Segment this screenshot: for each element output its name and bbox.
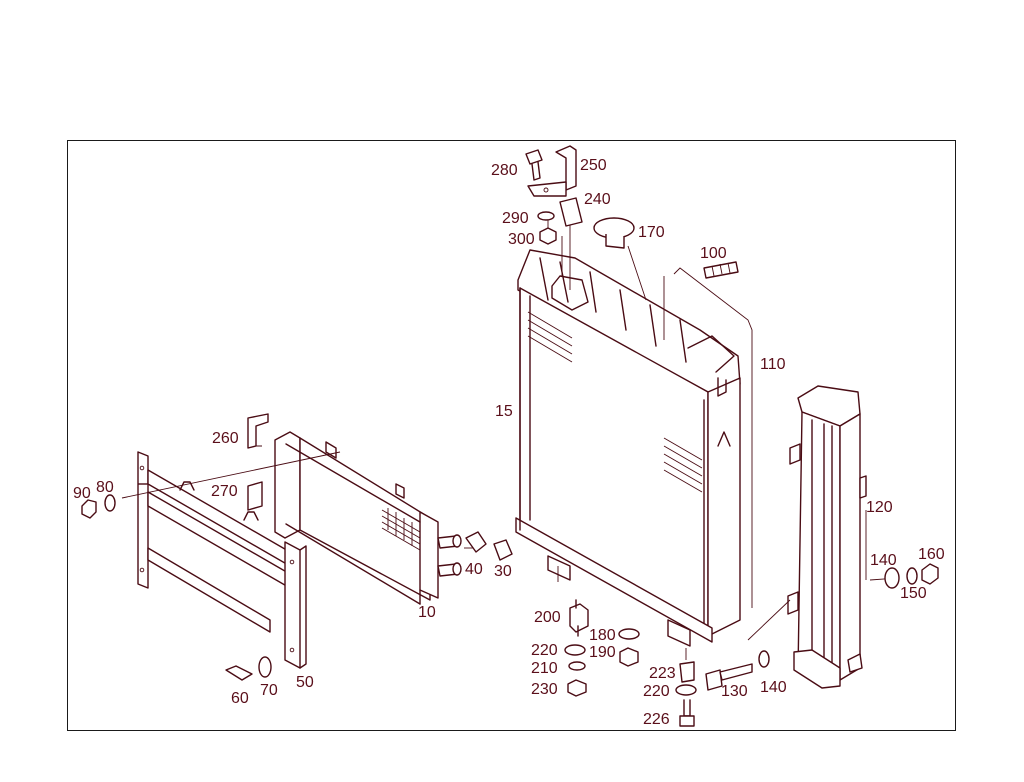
callout-30: 30 xyxy=(494,563,512,580)
callout-90: 90 xyxy=(73,485,91,502)
washer-220a xyxy=(564,644,586,656)
rubber-block-240 xyxy=(559,197,583,227)
callout-140-left: 140 xyxy=(760,679,787,696)
callout-200: 200 xyxy=(534,609,561,626)
callout-180: 180 xyxy=(589,627,616,644)
plug-30 xyxy=(493,539,513,561)
callout-150: 150 xyxy=(900,585,927,602)
screw-100 xyxy=(703,261,739,279)
washer-140a xyxy=(758,650,770,668)
callout-60: 60 xyxy=(231,690,249,707)
fitting-40 xyxy=(465,531,487,553)
callout-280: 280 xyxy=(491,162,518,179)
nut-230 xyxy=(567,679,587,697)
callout-100: 100 xyxy=(700,245,727,262)
bolt-280 xyxy=(525,149,543,181)
nut-190 xyxy=(619,647,639,667)
callout-130: 130 xyxy=(721,683,748,700)
nut-90 xyxy=(81,499,97,519)
nut-300 xyxy=(539,227,557,245)
radiator-15 xyxy=(515,249,741,647)
bracket-270 xyxy=(247,481,263,511)
callout-170: 170 xyxy=(638,224,665,241)
callout-220-left: 220 xyxy=(531,642,558,659)
callout-10: 10 xyxy=(418,604,436,621)
bracket-250 xyxy=(527,145,577,197)
washer-140b xyxy=(884,567,900,589)
callout-210: 210 xyxy=(531,660,558,677)
washer-150 xyxy=(906,567,918,585)
callout-223: 223 xyxy=(649,665,676,682)
callout-140-right: 140 xyxy=(870,552,897,569)
callout-120: 120 xyxy=(866,499,893,516)
leader-lines xyxy=(121,210,899,660)
washer-220b xyxy=(675,684,697,696)
callout-40: 40 xyxy=(465,561,483,578)
radiator-cap-170 xyxy=(593,217,635,249)
callout-190: 190 xyxy=(589,644,616,661)
washer-70 xyxy=(258,656,272,678)
washer-80 xyxy=(104,494,116,512)
callout-230: 230 xyxy=(531,681,558,698)
bracket-260 xyxy=(247,413,269,449)
diagram-frame xyxy=(67,140,956,731)
callout-226: 226 xyxy=(643,711,670,728)
mounting-frame-50 xyxy=(137,451,307,669)
bolt-60 xyxy=(225,665,253,681)
callout-160: 160 xyxy=(918,546,945,563)
rubber-mount-200 xyxy=(569,599,589,637)
sleeve-223 xyxy=(679,661,695,683)
callout-290: 290 xyxy=(502,210,529,227)
side-tank-120 xyxy=(787,385,867,689)
oil-cooler-10 xyxy=(274,431,462,605)
hardware xyxy=(81,145,939,727)
bolt-226 xyxy=(679,699,695,727)
washer-210 xyxy=(568,661,586,671)
washer-290 xyxy=(537,211,555,221)
washer-180 xyxy=(618,628,640,640)
callout-110: 110 xyxy=(760,356,786,373)
callout-240: 240 xyxy=(584,191,611,208)
callout-220-right: 220 xyxy=(643,683,670,700)
bolt-130 xyxy=(705,663,753,691)
callout-300: 300 xyxy=(508,231,535,248)
callout-70: 70 xyxy=(260,682,278,699)
callout-270: 270 xyxy=(211,483,238,500)
nut-160 xyxy=(921,563,939,585)
callout-15: 15 xyxy=(495,403,513,420)
callout-250: 250 xyxy=(580,157,607,174)
callout-260: 260 xyxy=(212,430,239,447)
callout-50: 50 xyxy=(296,674,314,691)
callout-80: 80 xyxy=(96,479,114,496)
callout-labels: 280 250 240 290 300 170 100 110 15 260 2… xyxy=(73,157,945,728)
